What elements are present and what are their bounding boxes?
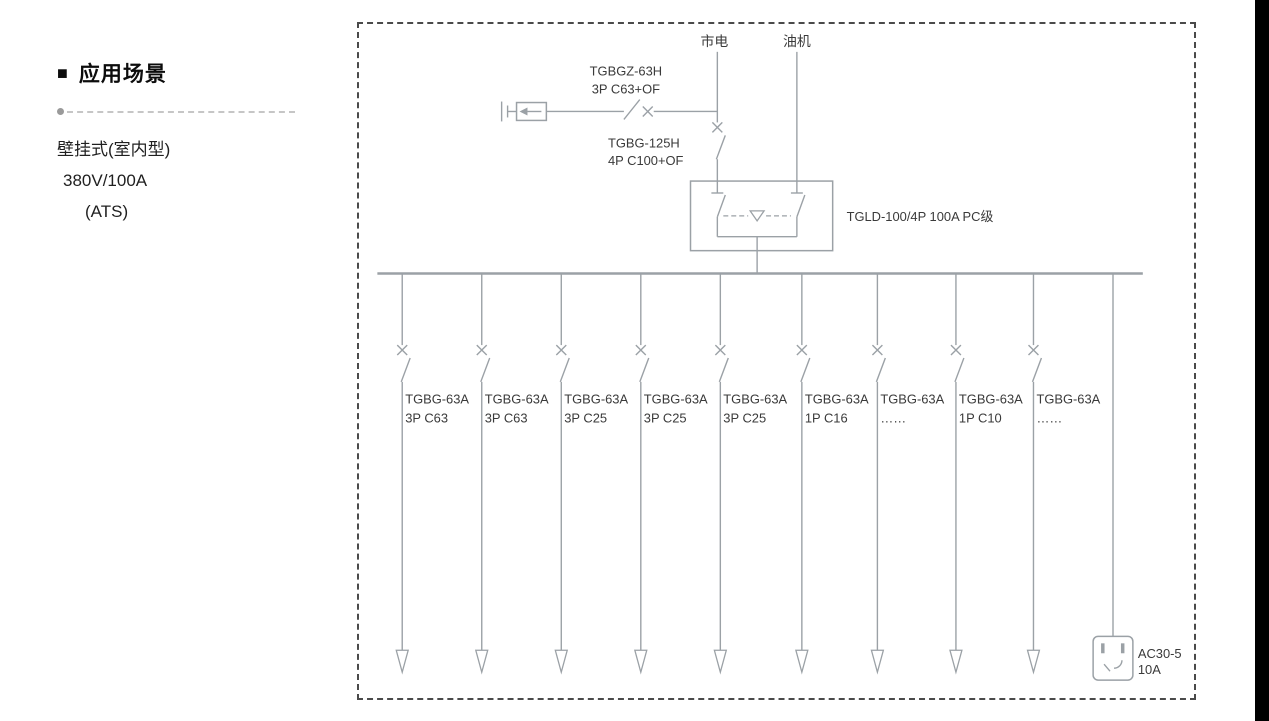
diagram-svg: 市电 TGBG-125H 4P C100+OF 油机 — [377, 33, 1182, 681]
socket-rating: 10A — [1138, 662, 1161, 677]
feeder-model: TGBG-63A — [723, 392, 787, 407]
main-breaker-icon — [711, 121, 726, 160]
feeder-branch-1: TGBG-63A 3P C63 — [395, 273, 469, 675]
breaker-icon — [796, 344, 811, 383]
spd-switch-icon — [623, 99, 641, 120]
breaker-icon — [950, 344, 965, 383]
mount-type-text: 壁挂式(室内型) — [57, 140, 171, 159]
dashed-divider — [57, 108, 295, 115]
load-arrow-icon — [1026, 649, 1041, 675]
feeder-spec: 1P C10 — [959, 411, 1002, 426]
mains-label: 市电 — [700, 33, 728, 49]
load-arrow-icon — [949, 649, 963, 675]
spd-spec: 3P C63+OF — [592, 82, 660, 97]
feeder-branch-8: TGBG-63A 1P C10 — [949, 273, 1023, 675]
feeder-spec: 3P C63 — [405, 411, 448, 426]
diagram-frame: 市电 TGBG-125H 4P C100+OF 油机 — [357, 22, 1196, 700]
section-title-text: 应用场景 — [78, 63, 167, 86]
ats-switch-left-icon — [716, 194, 726, 218]
load-arrow-icon — [474, 649, 489, 675]
main-breaker-model: TGBG-125H — [608, 135, 680, 150]
generator-label: 油机 — [783, 33, 811, 49]
breaker-icon — [555, 344, 570, 383]
feeder-model: TGBG-63A — [959, 392, 1023, 407]
feeder-model: TGBG-63A — [564, 392, 628, 407]
breaker-icon — [635, 344, 650, 383]
spd-branch: TGBGZ-63H 3P C63+OF — [500, 64, 718, 122]
feeder-model: TGBG-63A — [880, 392, 944, 407]
feeder-spec: …… — [880, 411, 906, 426]
load-arrow-icon — [870, 649, 885, 675]
feeder-branch-6: TGBG-63A 1P C16 — [795, 273, 869, 675]
load-arrow-icon — [395, 649, 410, 675]
breaker-icon — [1027, 344, 1043, 383]
ats-label: TGLD-100/4P 100A PC级 — [847, 209, 994, 224]
feeder-branch-2: TGBG-63A 3P C63 — [474, 273, 549, 675]
load-arrow-icon — [795, 649, 809, 675]
spd-arrow-icon — [519, 107, 528, 116]
feeder-spec: 3P C25 — [723, 411, 766, 426]
feeder-branch-3: TGBG-63A 3P C25 — [554, 273, 628, 675]
feeder-branch-7: TGBG-63A …… — [870, 273, 945, 675]
load-arrow-icon — [554, 649, 569, 675]
feeder-model: TGBG-63A — [805, 392, 869, 407]
section-bullet-icon: ■ — [57, 63, 69, 83]
feeder-model: TGBG-63A — [1036, 392, 1100, 407]
ats-mechanism-icon — [748, 210, 766, 222]
feeder-model: TGBG-63A — [644, 392, 708, 407]
load-arrow-icon — [713, 649, 728, 675]
socket-model: AC30-5 — [1138, 646, 1182, 661]
breaker-icon — [714, 344, 729, 383]
ats-box: TGLD-100/4P 100A PC级 — [689, 180, 994, 274]
section-title: ■ 应用场景 — [57, 58, 307, 88]
feeder-model: TGBG-63A — [405, 392, 469, 407]
feeder-branch-4: TGBG-63A 3P C25 — [633, 273, 708, 675]
divider-dot-icon — [57, 108, 64, 115]
feeder-spec: 3P C63 — [485, 411, 528, 426]
generator-feed: 油机 — [783, 33, 811, 182]
feeder-spec: …… — [1036, 411, 1062, 426]
rating-text: 380V/100A — [63, 171, 148, 190]
feeder-spec: 1P C16 — [805, 411, 848, 426]
main-breaker-spec: 4P C100+OF — [608, 153, 684, 168]
feeder-spec: 3P C25 — [564, 411, 607, 426]
ats-text: (ATS) — [85, 202, 129, 221]
breaker-icon — [476, 344, 491, 383]
sidebar-panel: ■ 应用场景 壁挂式(室内型) 380V/100A (ATS) — [57, 58, 307, 222]
right-black-bar — [1255, 0, 1269, 721]
divider-dash-line — [67, 110, 295, 113]
ats-switch-right-icon — [796, 194, 806, 218]
breaker-icon — [871, 344, 887, 383]
mains-feed: 市电 TGBG-125H 4P C100+OF — [608, 33, 728, 182]
socket-icon — [1092, 635, 1134, 681]
feeder-spec: 3P C25 — [644, 411, 687, 426]
breaker-icon — [396, 344, 411, 383]
feeder-branch-9: TGBG-63A …… — [1026, 273, 1101, 675]
load-arrow-icon — [633, 649, 648, 675]
socket-branch: AC30-5 10A — [1092, 273, 1182, 681]
spd-model: TGBGZ-63H — [590, 64, 662, 79]
feeder-branch-5: TGBG-63A 3P C25 — [713, 273, 788, 675]
feeder-model: TGBG-63A — [485, 392, 549, 407]
